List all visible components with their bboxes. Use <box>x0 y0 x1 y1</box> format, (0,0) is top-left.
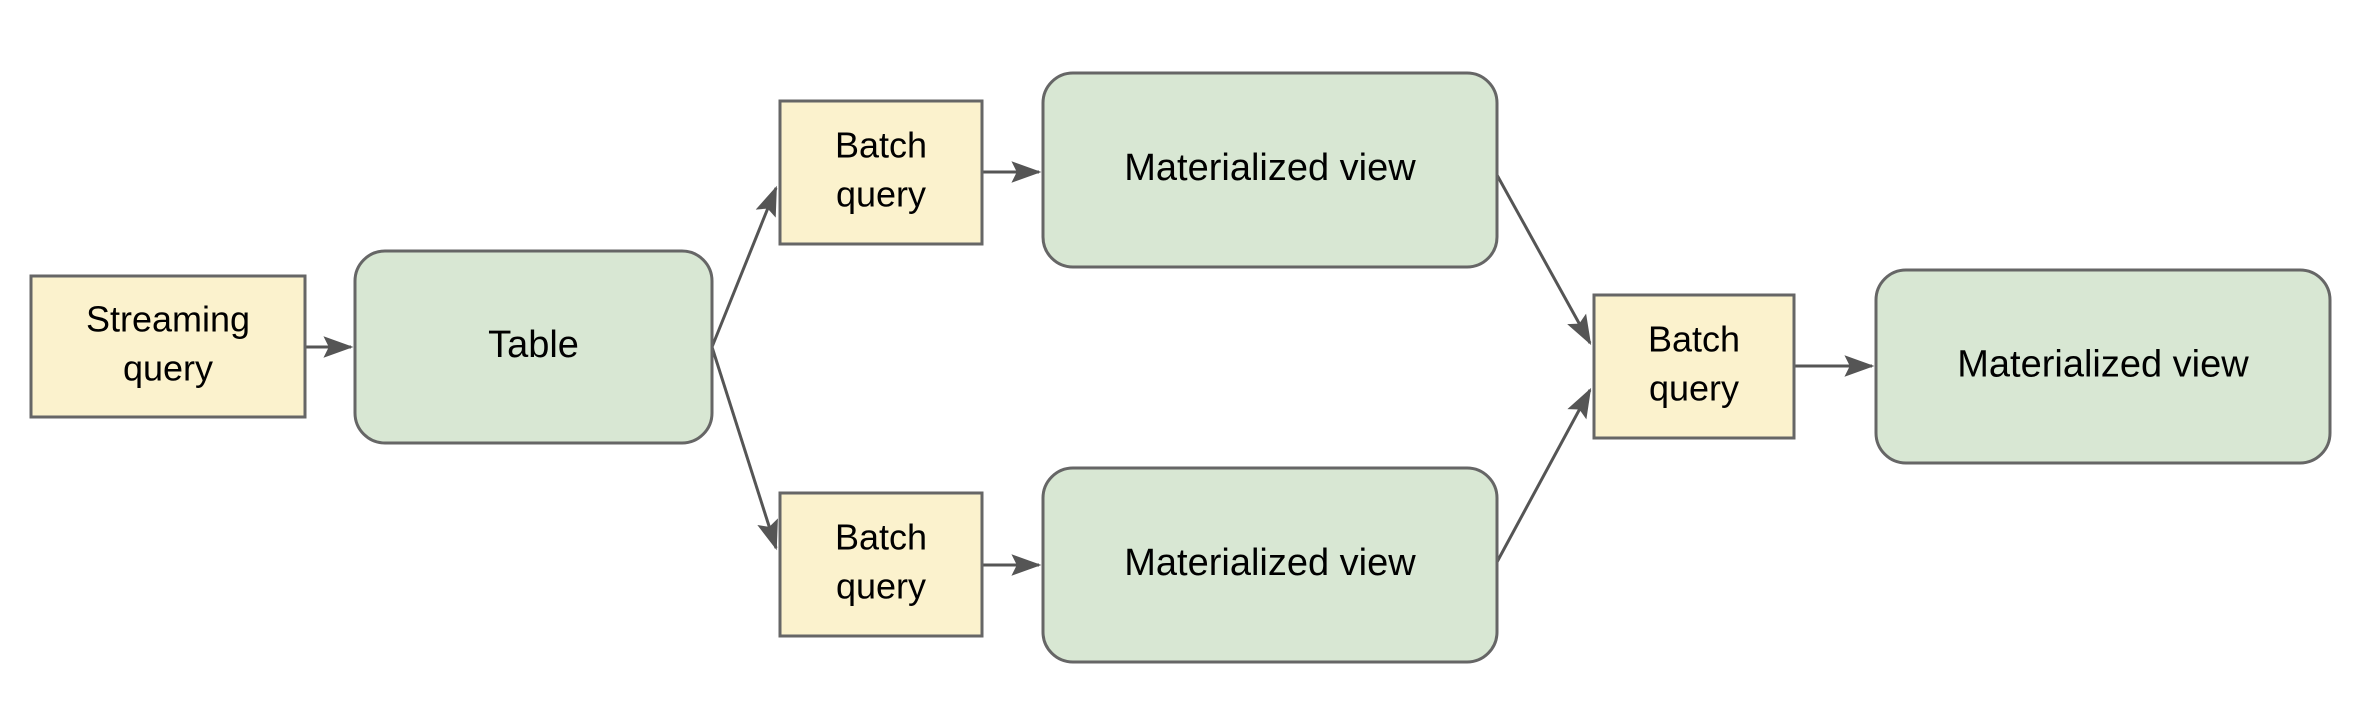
node-materialized-view-top[interactable]: Materialized view <box>1041 71 1499 269</box>
batch-query-join-shape[interactable] <box>1592 293 1796 440</box>
batch-query-top-label: Batch <box>835 125 927 166</box>
batch-query-bottom-label: query <box>836 566 926 607</box>
materialized-view-top-shape[interactable] <box>1041 71 1499 269</box>
batch-query-bottom-shape[interactable] <box>778 491 984 638</box>
node-table[interactable]: Table <box>353 249 714 445</box>
edge-table-to-batch-bottom <box>710 346 778 551</box>
table-label: Table <box>488 324 579 366</box>
table-shape[interactable] <box>353 249 714 445</box>
node-streaming-query[interactable]: Streaming query <box>29 274 307 419</box>
batch-query-bottom-label: Batch <box>835 517 927 558</box>
edge-table-to-batch-top <box>710 185 778 348</box>
node-batch-query-bottom[interactable]: Batch query <box>778 491 984 638</box>
batch-query-top-shape[interactable] <box>778 99 984 246</box>
node-batch-query-join[interactable]: Batch query <box>1592 293 1796 440</box>
materialized-view-final-shape[interactable] <box>1874 268 2332 465</box>
node-materialized-view-final[interactable]: Materialized view <box>1874 268 2332 465</box>
edge-view-top-to-join <box>1495 174 1592 346</box>
materialized-view-bottom-label: Materialized view <box>1124 542 1416 584</box>
nodes-layer: StreamingqueryTableBatchqueryMaterialize… <box>29 71 2332 664</box>
streaming-query-label: Streaming <box>86 299 250 340</box>
batch-query-join-label: query <box>1649 368 1739 409</box>
batch-query-join-label: Batch <box>1648 319 1740 360</box>
streaming-query-label: query <box>123 348 213 389</box>
node-batch-query-top[interactable]: Batch query <box>778 99 984 246</box>
node-materialized-view-bottom[interactable]: Materialized view <box>1041 466 1499 664</box>
streaming-query-shape[interactable] <box>29 274 307 419</box>
batch-query-top-label: query <box>836 174 926 215</box>
edge-view-bottom-to-join <box>1495 387 1592 563</box>
materialized-view-final-label: Materialized view <box>1957 344 2249 386</box>
materialized-view-bottom-shape[interactable] <box>1041 466 1499 664</box>
materialized-view-top-label: Materialized view <box>1124 147 1416 189</box>
edges-layer <box>305 161 1875 576</box>
